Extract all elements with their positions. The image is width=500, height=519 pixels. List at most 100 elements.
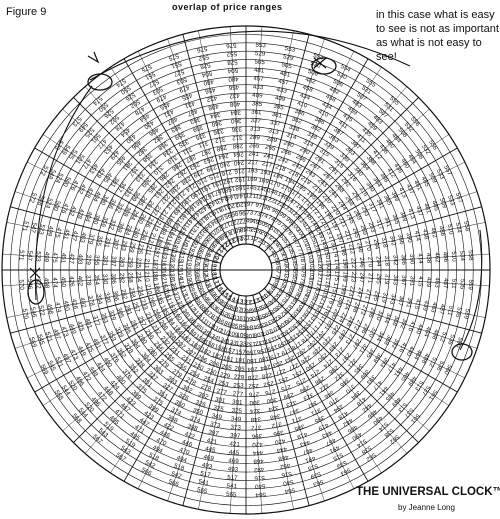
price-number: 492 [253,466,264,474]
price-number: 437 [414,205,424,218]
price-number: 482 [328,85,341,96]
price-number: 260 [136,212,147,225]
price-number: 255 [175,361,188,373]
price-number: 99 [278,211,288,221]
price-number: 243 [304,168,317,180]
price-number: 522 [34,278,42,289]
price-number: 139 [168,260,176,271]
price-number: 323 [285,399,298,409]
price-number: 25 [250,226,259,234]
price-number: 239 [205,163,218,173]
price-number: 517 [200,470,212,479]
price-number: 265 [249,142,260,150]
price-number: 346 [322,389,335,401]
price-number: 476 [59,202,69,215]
price-number: 421 [206,437,218,446]
price-number: 37 [240,307,248,314]
price-number: 361 [251,109,262,117]
price-number: 524 [53,172,64,185]
price-number: 319 [383,274,391,285]
price-number: 13 [240,299,248,306]
price-number: 204 [247,365,258,373]
clock-subdivision [6,284,174,318]
price-number: 37 [234,306,243,314]
price-number: 209 [147,296,157,309]
price-number: 137 [171,288,181,301]
price-number: 359 [173,130,186,141]
price-number: 199 [341,271,349,282]
arrowhead [87,51,100,64]
price-number: 82 [273,313,283,323]
price-number: 566 [168,478,181,488]
price-number: 345 [364,347,376,360]
price-number: 289 [266,135,278,144]
price-number: 285 [136,195,148,208]
price-number: 58 [273,302,283,312]
price-number: 434 [299,92,312,102]
price-number: 539 [309,470,322,480]
price-number: 435 [341,112,354,124]
price-number: 17 [211,276,220,285]
price-number: 462 [429,227,438,239]
price-number: 41 [205,283,215,293]
price-number: 26 [255,227,264,236]
price-number: 419 [317,421,330,432]
price-number: 190 [189,189,202,201]
price-number: 365 [390,213,400,226]
price-number: 228 [261,371,273,380]
price-number: 464 [422,326,432,339]
price-number: 164 [163,237,173,250]
price-number: 1 [246,234,250,241]
price-number: 542 [144,459,157,470]
clock-subdivision [167,38,223,201]
clock-subdivision [110,331,206,474]
price-number: 404 [83,210,93,223]
price-number: 254 [188,369,201,380]
price-number: 199 [339,284,348,296]
price-number: 423 [143,410,156,422]
price-number: 187 [152,247,161,259]
price-number: 367 [396,295,405,307]
price-number: 109 [236,332,247,340]
price-number: 360 [230,117,241,125]
price-number: 560 [454,336,464,349]
price-number: 163 [160,248,169,260]
price-number: 452 [76,183,87,196]
price-number: 116 [179,243,189,255]
price-number: 112 [186,301,198,314]
price-number: 161 [166,300,177,313]
price-number: 215 [195,175,208,186]
price-number: 91 [185,255,193,264]
clock-spoke [268,282,458,393]
price-number: 348 [250,415,261,423]
price-number: 390 [408,254,416,265]
price-number: 33 [271,292,281,302]
price-number: 104 [299,293,310,306]
price-number: 298 [313,375,326,387]
clock-spoke [258,58,369,248]
price-number: 114 [177,277,186,289]
price-number: 395 [313,414,326,425]
price-number: 84 [253,322,262,330]
price-number: 228 [247,373,258,381]
price-number: 128 [307,297,318,310]
clock-subdivision [294,325,408,454]
price-number: 575 [167,52,180,62]
price-number: 424 [95,361,107,374]
price-number: 489 [406,375,418,388]
price-number: 193 [247,167,258,175]
price-number: 494 [151,444,164,455]
price-number: 317 [367,201,378,214]
price-number: 473 [60,326,70,339]
price-number: 70 [213,224,223,234]
price-number: 116 [181,235,192,247]
price-number: 95 [223,211,232,220]
price-number: 409 [274,94,286,103]
price-number: 276 [264,387,276,396]
clock-spoke [10,206,222,264]
price-number: 203 [271,359,284,369]
price-number: 505 [281,61,293,70]
price-number: 169 [247,176,258,184]
price-number: 557 [442,164,453,177]
